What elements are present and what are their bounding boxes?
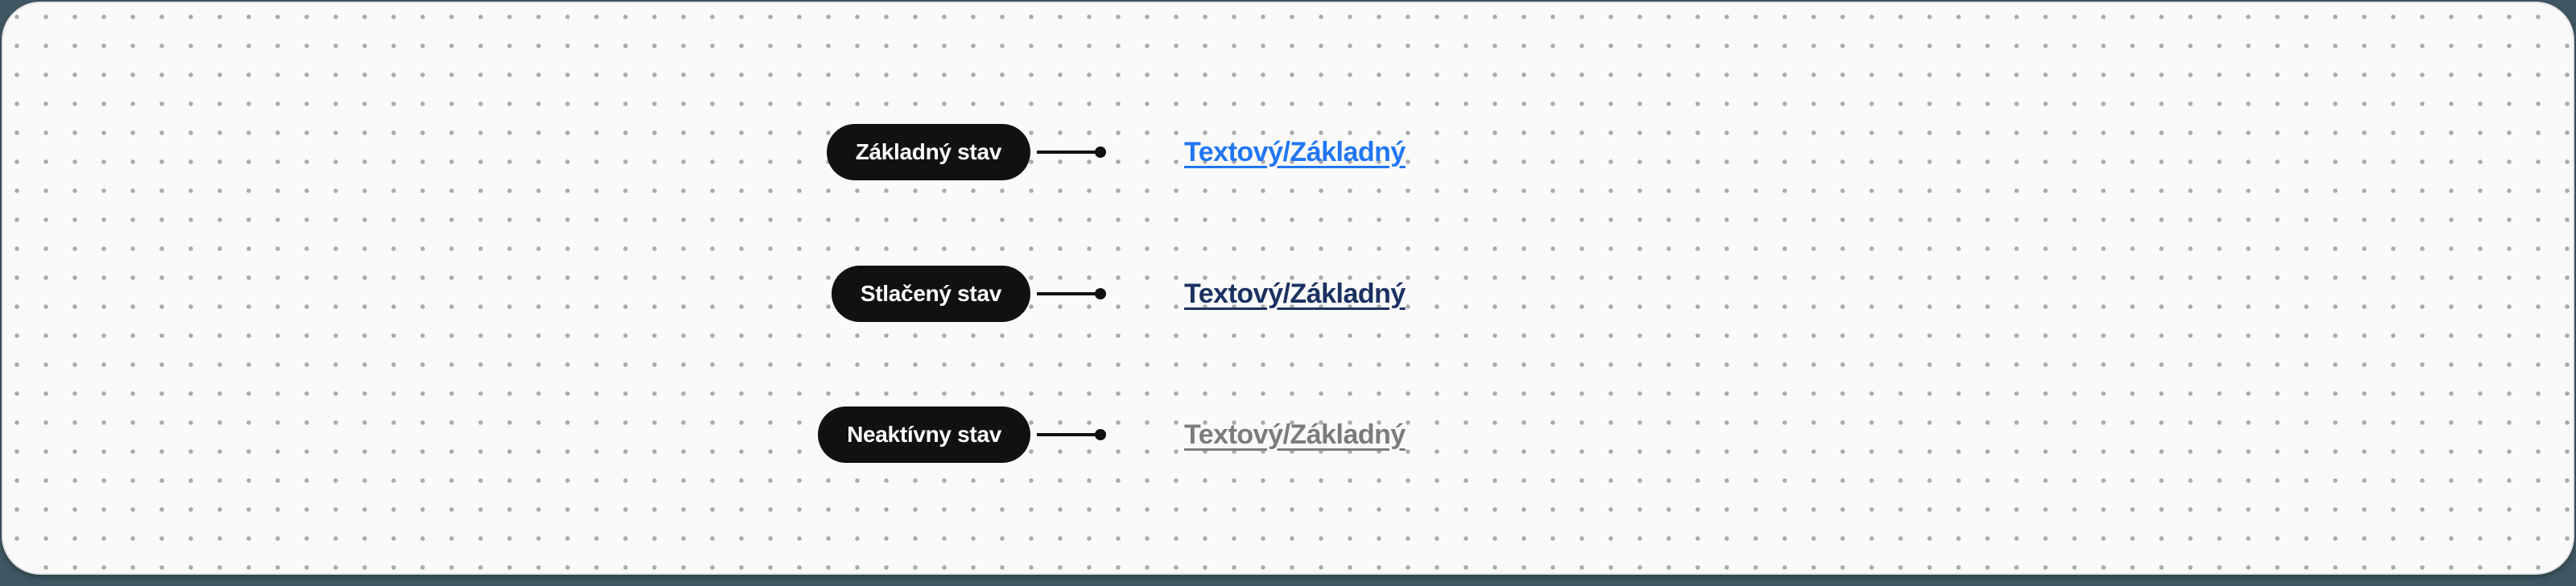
design-canvas: Základný stav Textový/Základný Stlačený … — [2, 2, 2574, 575]
text-link-default[interactable]: Textový/Základný — [1184, 136, 1406, 167]
connector-line — [1037, 292, 1098, 295]
state-row-inactive: Neaktívny stav Textový/Základný — [3, 406, 2573, 463]
connector-dot-icon — [1095, 288, 1106, 299]
text-link-pressed[interactable]: Textový/Základný — [1184, 278, 1406, 309]
connector-line — [1037, 433, 1098, 436]
connector-line — [1037, 151, 1098, 154]
state-row-pressed: Stlačený stav Textový/Základný — [3, 266, 2573, 322]
connector-dot-icon — [1095, 146, 1106, 158]
connector-dot-icon — [1095, 429, 1106, 440]
state-row-default: Základný stav Textový/Základný — [3, 124, 2573, 180]
text-link-inactive[interactable]: Textový/Základný — [1184, 419, 1406, 450]
state-pill-pressed: Stlačený stav — [831, 266, 1030, 322]
state-pill-default: Základný stav — [826, 124, 1030, 180]
state-pill-inactive: Neaktívny stav — [818, 406, 1030, 463]
